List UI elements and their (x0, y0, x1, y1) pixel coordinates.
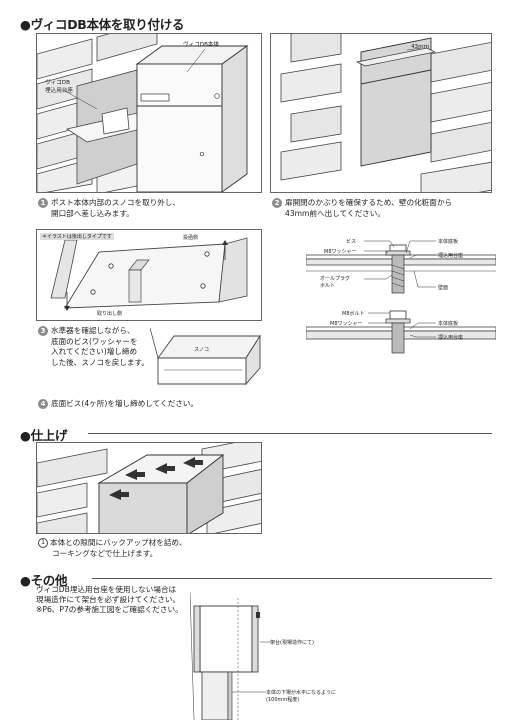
step-4-number: 4 (38, 399, 48, 409)
note-rear-type: ＊イラストは後出しタイプです (40, 233, 114, 240)
step-1-number: 1 (38, 198, 48, 208)
other-line3: ※P6、P7の参考施工図をご確認ください。 (36, 605, 183, 614)
figure-field-stand: 架台(現場造作にて) 本体の下場が水平になるように (100mm程度) (189, 591, 370, 721)
illustration-sunoko (149, 327, 261, 386)
label-level-line1: 本体の下場が水平になるように (266, 690, 337, 696)
label-posting-side: 投函側 (183, 235, 199, 241)
illustration-bolt-detail (305, 310, 497, 354)
illustration-wall-protrusion (280, 34, 491, 192)
label-m8-washer: M8ワッシャー (330, 321, 363, 327)
label-plug-line2: ボルト (320, 283, 336, 289)
step-3-line3: 入れてください)増し締め (51, 347, 138, 356)
label-level-line2: (100mm程度) (266, 697, 300, 703)
label-vico-body: ヴィコDB本体 (183, 42, 220, 48)
label-wall: 壁面 (438, 285, 449, 291)
label-retrieval-side: 取り出し側 (97, 311, 123, 317)
figure-sunoko: スノコ (149, 327, 262, 388)
step-1-line1: ポスト本体内部のスノコを取り外し、 (51, 198, 181, 207)
step-1-line2: 開口部へ差し込みます。 (51, 209, 134, 218)
step-3-line1: 水準器を確認しながら、 (51, 326, 135, 335)
label-body-base: 本体底板 (438, 239, 459, 245)
label-field-stand: 架台(現場造作にて) (270, 640, 314, 646)
label-washer: M8ワッシャー (324, 249, 357, 255)
label-embed-stand: 埋込用台座 (438, 253, 464, 259)
step-2-line2: 43mm前へ出してください。 (285, 209, 385, 218)
finish-number: 1 (38, 538, 48, 548)
other-line2: 現場造作にて架台を必ず設けてください。 (36, 595, 181, 604)
finish-line1: 本体との隙間にバックアップ材を詰め、 (50, 538, 187, 547)
other-line1: ヴィコDB埋込用台座を使用しない場合は (36, 585, 177, 594)
figure-protrusion: 43mm (270, 33, 492, 193)
label-plug-line1: オールプラグ (320, 276, 351, 282)
label-stand-line2: 埋込用台座 (45, 88, 73, 94)
illustration-wall-insert (37, 34, 249, 192)
other-text: ヴィコDB埋込用台座を使用しない場合は 現場造作にて架台を必ず設けてください。 … (36, 585, 183, 615)
section-title-finish: ●仕上げ (20, 428, 68, 443)
step-3-line4: した後、スノコを戻します。 (51, 357, 149, 367)
finish-line2: コーキングなどで仕上げます。 (52, 549, 158, 558)
section-divider-other (92, 578, 492, 579)
step-2-number: 2 (272, 198, 282, 208)
label-body-base-2: 本体底板 (438, 321, 459, 327)
figure-bottom-view: ＊イラストは後出しタイプです 投函側 取り出し側 (36, 229, 262, 321)
illustration-bottom-view (50, 237, 248, 311)
figure-finish (36, 442, 262, 534)
label-stand-line1: ヴィコDB (45, 80, 70, 86)
figure-insert-body: ヴィコDB本体 ヴィコDB 埋込用台座 (36, 33, 262, 193)
label-sunoko: スノコ (194, 347, 210, 353)
illustration-finish (37, 443, 261, 533)
section-title-other: ●その他 (20, 573, 68, 588)
detail-m8-bolt: M8ボルト M8ワッシャー 本体底板 埋込用台座 (305, 305, 497, 359)
label-43mm: 43mm (411, 44, 430, 50)
detail-anchor-bolt: ビス M8ワッシャー オールプラグ ボルト 本体底板 埋込用台座 壁面 (305, 231, 497, 295)
step-4-text: 底面ビス(4ヶ所)を増し締めしてください。 (51, 399, 198, 408)
illustration-field-stand (189, 591, 270, 721)
label-m8-bolt: M8ボルト (342, 311, 365, 317)
section-divider-finish (88, 433, 492, 434)
label-screw: ビス (346, 239, 357, 245)
section-title-install: ●ヴィコDB本体を取り付ける (20, 17, 185, 32)
step-2-line1: 扉開閉のかぶりを確保するため、壁の化粧面から (285, 198, 453, 207)
step-3-line2: 底面のビス(ワッシャーを (51, 336, 138, 346)
step-3-number: 3 (38, 326, 48, 336)
label-embed-stand-2: 埋込用台座 (438, 335, 464, 341)
